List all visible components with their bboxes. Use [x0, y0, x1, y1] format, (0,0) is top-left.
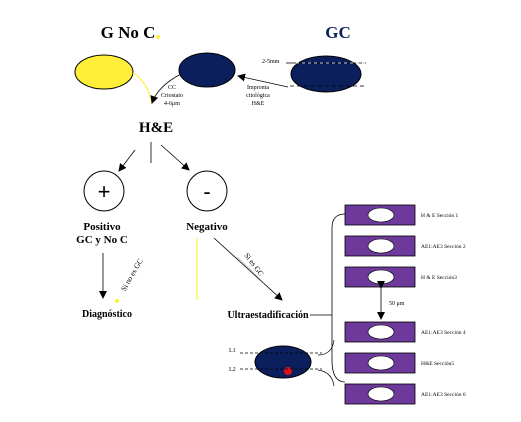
arrow-gc-to-navy — [237, 73, 289, 88]
title-gc: GC — [325, 23, 351, 42]
cc-label-1: CC — [168, 85, 176, 91]
sections-bracket — [331, 213, 346, 383]
section-label-5: H&E Sección5 — [421, 361, 454, 367]
positive-label-1: Positivo — [83, 221, 121, 233]
section-label-2: AE1:AE3 Sección 2 — [421, 244, 466, 250]
ultra-node-ellipse — [254, 345, 312, 379]
positive-circle — [83, 170, 125, 212]
negative-symbol: - — [203, 179, 210, 204]
negative-circle — [186, 170, 228, 212]
cc-label-3: 4-6μm — [164, 101, 180, 107]
yellow-arrow-line — [132, 72, 153, 105]
arrow-he-to-negative — [160, 144, 190, 171]
node-bracket-top — [317, 339, 335, 356]
spacing-label: 50 μm — [389, 301, 405, 307]
section-tissue-4 — [367, 324, 395, 340]
section-tissue-3 — [367, 269, 395, 285]
positive-symbol: + — [98, 179, 111, 204]
yellow-node-ellipse — [74, 54, 134, 90]
he-label: H&E — [139, 120, 173, 136]
si-no-es-gc-label: Si no es GC — [119, 257, 145, 293]
section-tissue-6 — [367, 386, 395, 402]
imprint-label-3: H&E — [252, 101, 265, 107]
si-es-gc-label: Si es GC — [242, 251, 265, 278]
negative-label: Negativo — [186, 221, 228, 233]
section-label-6: AE1:AE3 Sección 6 — [421, 392, 466, 398]
arrow-negative-to-ultra — [213, 237, 283, 301]
diagonal-guide-line — [236, 256, 265, 284]
imprint-label-2: citológica — [246, 93, 270, 99]
section-label-4: AE1:AE3 Sección 4 — [421, 330, 466, 336]
cc-label-2: Criostato — [161, 93, 183, 99]
section-tissue-2 — [367, 238, 395, 254]
diagnostico-label: Diagnóstico — [82, 309, 132, 320]
section-tissue-1 — [367, 207, 395, 223]
gc-node-ellipse — [290, 55, 362, 93]
l1-label: L1 — [229, 348, 236, 354]
l2-label: L2 — [229, 367, 236, 373]
yellow-dot-diag — [115, 299, 119, 303]
imprint-label-1: Impronta — [247, 85, 269, 91]
title-g-no-c: G No C — [101, 23, 156, 42]
section-tissue-5 — [367, 355, 395, 371]
section-label-1: H & E Sección 1 — [421, 213, 459, 219]
node-bracket-bottom — [317, 369, 335, 387]
ultraestadificacion-label: Ultraestadificación — [227, 310, 309, 321]
arrow-navy-to-he — [150, 73, 182, 104]
arrow-he-to-positive — [118, 149, 136, 172]
yellow-dot — [156, 35, 160, 39]
navy-node-ellipse — [178, 52, 236, 88]
red-metastasis-dot — [284, 367, 292, 375]
thickness-label: 2-5mm — [262, 59, 280, 65]
positive-label-2: GC y No C — [76, 234, 128, 246]
section-label-3: H & E Sección3 — [421, 275, 457, 281]
sections-group: H & E Sección 1 AE1:AE3 Sección 2 H & E Se… — [344, 204, 466, 405]
